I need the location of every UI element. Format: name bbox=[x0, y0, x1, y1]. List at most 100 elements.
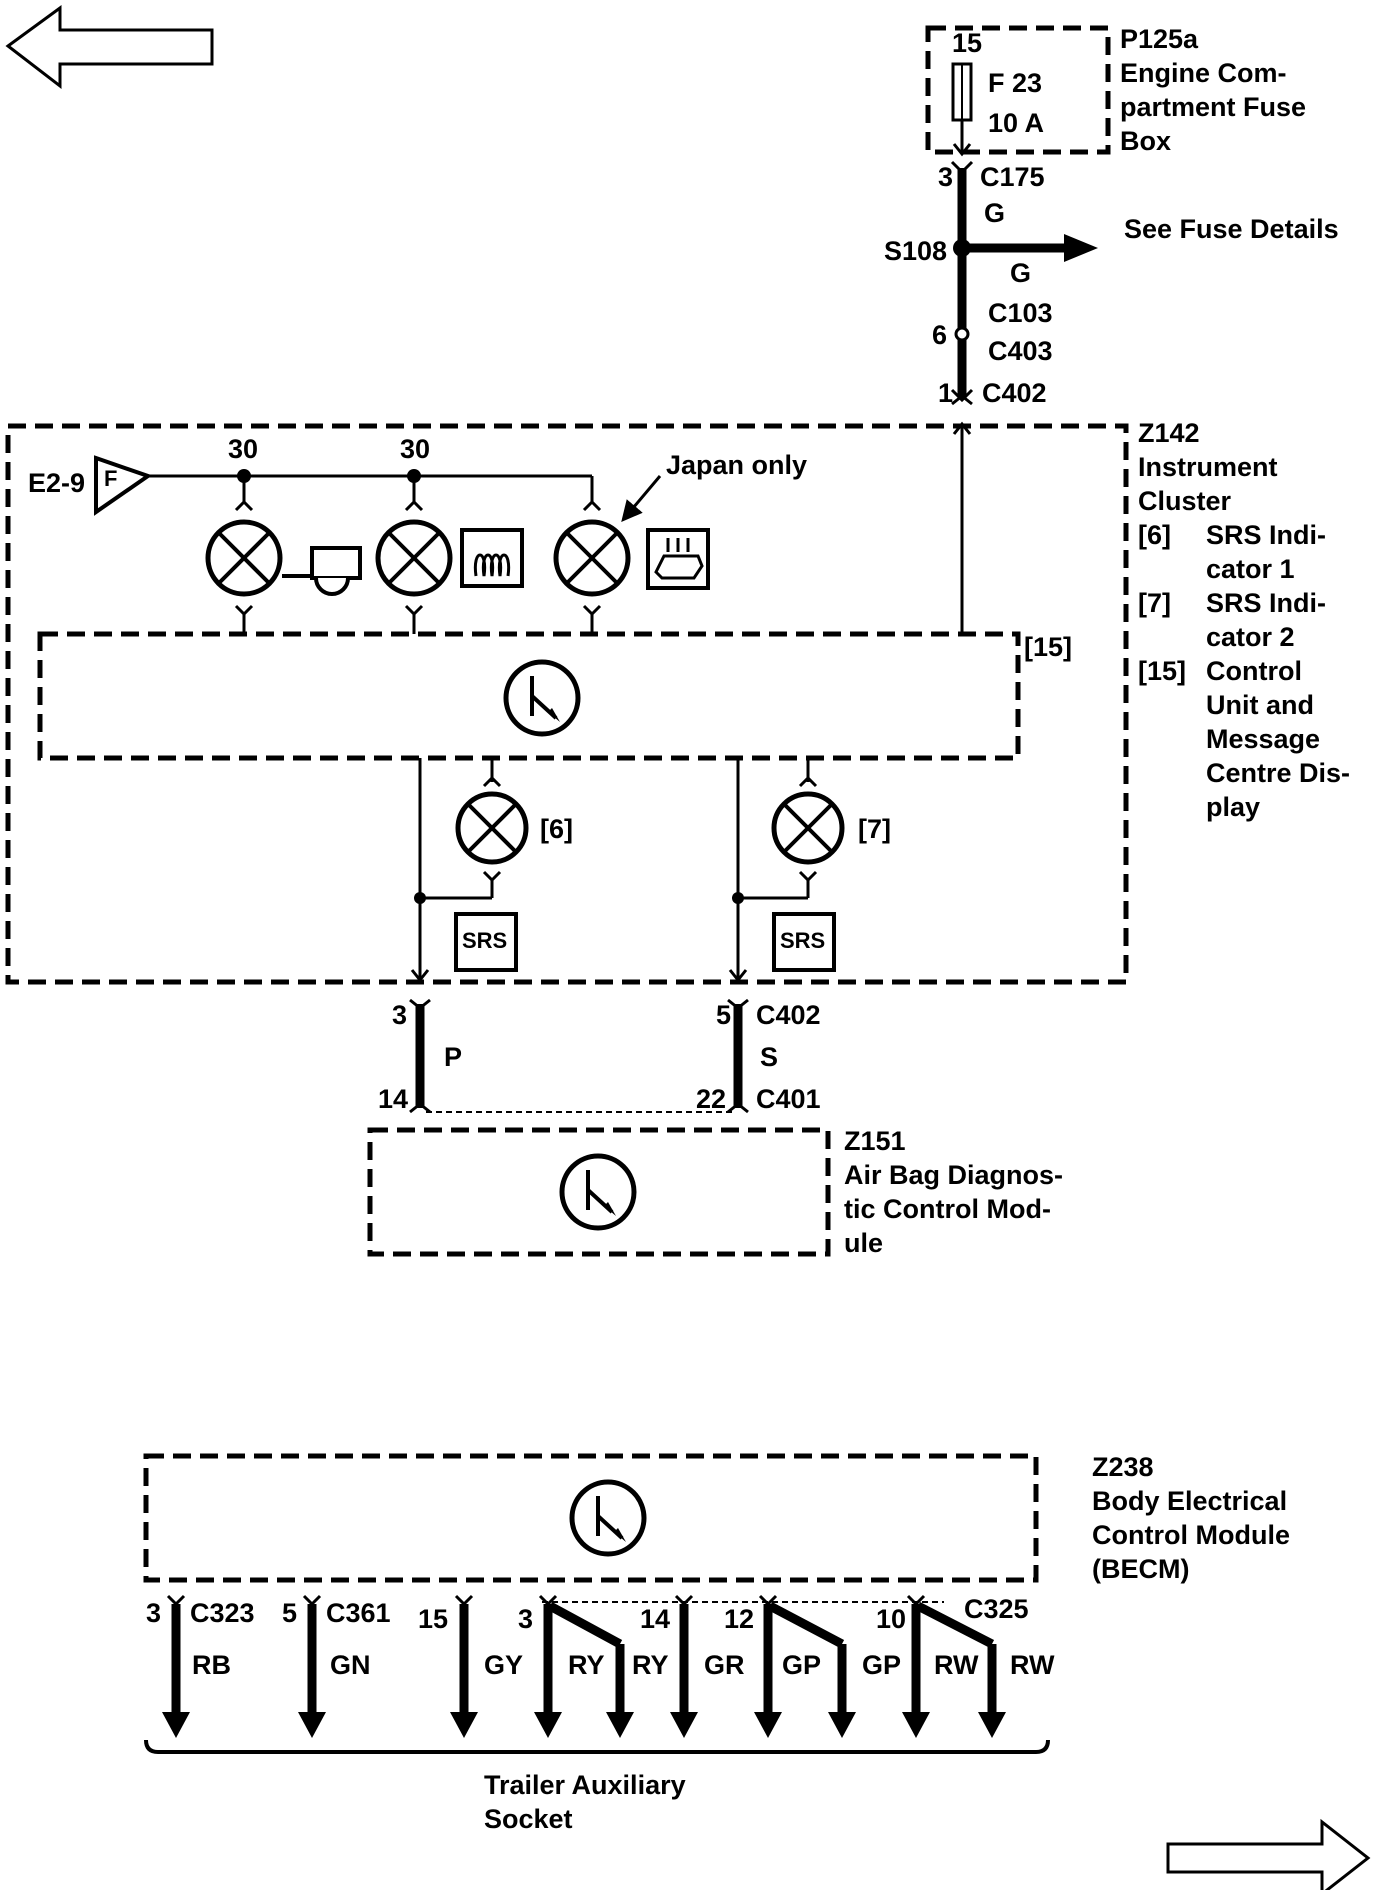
fuse-box-name-3: Box bbox=[1120, 126, 1171, 156]
fuse-box-id: P125a bbox=[1120, 24, 1199, 54]
legend-6-line-2: cator 1 bbox=[1206, 554, 1295, 584]
reference-flag-icon bbox=[94, 455, 153, 516]
fuse-box-pin: 15 bbox=[952, 28, 982, 58]
legend-6-line-1: SRS Indi- bbox=[1206, 520, 1326, 550]
legend-key-6: [6] bbox=[1138, 520, 1171, 550]
airbag-link: 3 5 C402 P S 14 22 C401 bbox=[378, 998, 821, 1114]
legend-15-line-4: Centre Dis- bbox=[1206, 758, 1350, 788]
srs-2-icon bbox=[772, 912, 836, 972]
next-page-arrow[interactable] bbox=[1166, 1818, 1371, 1890]
c401-label: C401 bbox=[756, 1084, 821, 1114]
c403-label: C403 bbox=[988, 336, 1053, 366]
w4-pin: 3 bbox=[518, 1604, 533, 1634]
w7-color: RW bbox=[934, 1650, 979, 1680]
w2-color: GN bbox=[330, 1650, 371, 1680]
becm-name-3: (BECM) bbox=[1092, 1554, 1189, 1584]
c402-label-bottom: C402 bbox=[756, 1000, 821, 1030]
engine-temperature-icon bbox=[646, 528, 710, 590]
w3-pin: 15 bbox=[418, 1604, 448, 1634]
legend-15-line-3: Message bbox=[1206, 724, 1320, 754]
trailer-icon bbox=[282, 546, 362, 596]
japan-warning-lamp-icon bbox=[553, 476, 631, 634]
trailer-socket-name-1: Trailer Auxiliary bbox=[484, 1770, 686, 1800]
pin-30-b: 30 bbox=[400, 434, 430, 464]
fuse-number: F 23 bbox=[988, 68, 1042, 98]
s-top-pin: 5 bbox=[716, 1000, 731, 1030]
c402-pin: 1 bbox=[938, 378, 953, 408]
srs-indicator-1: [6] SRS bbox=[410, 758, 573, 983]
becm-name-2: Control Module bbox=[1092, 1520, 1290, 1550]
cluster-name-1: Instrument bbox=[1138, 452, 1278, 482]
wire-color-p: P bbox=[444, 1042, 462, 1072]
airbag-module-id: Z151 bbox=[844, 1126, 906, 1156]
srs-1-label: SRS bbox=[462, 928, 507, 953]
w6-pin: 12 bbox=[724, 1604, 754, 1634]
glow-plug-warning-lamp-icon bbox=[375, 476, 453, 634]
control-unit-message-centre: [15] bbox=[37, 631, 1072, 761]
srs-indicator-2-ref: [7] bbox=[858, 814, 891, 844]
fuse-box-name-1: Engine Com- bbox=[1120, 58, 1287, 88]
fuse-box: 15 F 23 10 A P125a Engine Com- partment … bbox=[925, 24, 1306, 156]
c175-pin: 3 bbox=[938, 162, 953, 192]
pin-30-a: 30 bbox=[228, 434, 258, 464]
legend-15-line-5: play bbox=[1206, 792, 1260, 822]
airbag-module-name-1: Air Bag Diagnos- bbox=[844, 1160, 1063, 1190]
becm-name-1: Body Electrical bbox=[1092, 1486, 1287, 1516]
w6-color: GP bbox=[782, 1650, 821, 1680]
airbag-module-name-3: ule bbox=[844, 1228, 883, 1258]
wire-color-g-2: G bbox=[1010, 258, 1031, 288]
w4b-color: RY bbox=[632, 1650, 669, 1680]
instrument-cluster: Z142 Instrument Cluster [6] SRS Indi- ca… bbox=[5, 418, 1350, 985]
w1-pin: 3 bbox=[146, 1598, 161, 1628]
w7-pin: 10 bbox=[876, 1604, 906, 1634]
wire-color-g-1: G bbox=[984, 198, 1005, 228]
fuse-rating: 10 A bbox=[988, 108, 1044, 138]
c402-label-top: C402 bbox=[982, 378, 1047, 408]
legend-15-line-1: Control bbox=[1206, 656, 1302, 686]
legend-7-line-2: cator 2 bbox=[1206, 622, 1295, 652]
transistor-icon bbox=[503, 659, 581, 737]
legend-key-7: [7] bbox=[1138, 588, 1171, 618]
c325-label: C325 bbox=[964, 1594, 1029, 1624]
srs-indicator-2: [7] SRS bbox=[728, 758, 891, 983]
see-fuse-details: See Fuse Details bbox=[1124, 214, 1339, 244]
airbag-module-name-2: tic Control Mod- bbox=[844, 1194, 1051, 1224]
ref-letter: F bbox=[104, 466, 117, 491]
becm-id: Z238 bbox=[1092, 1452, 1154, 1482]
becm-transistor-icon bbox=[569, 1479, 647, 1557]
p-top-pin: 3 bbox=[392, 1000, 407, 1030]
w5-color: GR bbox=[704, 1650, 745, 1680]
p-bottom-pin: 14 bbox=[378, 1084, 408, 1114]
c103-label: C103 bbox=[988, 298, 1053, 328]
becm-output-wires: 3 C323 RB 5 C361 GN 15 GY 3 RY RY 14 GR bbox=[146, 1594, 1055, 1738]
w4-color: RY bbox=[568, 1650, 605, 1680]
cluster-id: Z142 bbox=[1138, 418, 1200, 448]
fuse-box-name-2: partment Fuse bbox=[1120, 92, 1306, 122]
srs-1-icon bbox=[454, 912, 518, 972]
becm: Z238 Body Electrical Control Module (BEC… bbox=[143, 1452, 1290, 1584]
splice-s108: S108 bbox=[884, 236, 947, 266]
c103-pin: 6 bbox=[932, 320, 947, 350]
w2-pin: 5 bbox=[282, 1598, 297, 1628]
airbag-transistor-icon bbox=[559, 1153, 637, 1231]
s-bottom-pin: 22 bbox=[696, 1084, 726, 1114]
cluster-name-2: Cluster bbox=[1138, 486, 1232, 516]
srs-2-label: SRS bbox=[780, 928, 825, 953]
w3-color: GY bbox=[484, 1650, 523, 1680]
control-unit-ref: [15] bbox=[1024, 632, 1072, 662]
w1-connector: C323 bbox=[190, 1598, 255, 1628]
trailer-auxiliary-socket: Trailer Auxiliary Socket bbox=[144, 1739, 1050, 1834]
airbag-module: Z151 Air Bag Diagnos- tic Control Mod- u… bbox=[367, 1126, 1063, 1258]
fuse-icon bbox=[951, 62, 973, 122]
w6b-color: GP bbox=[862, 1650, 901, 1680]
w1-color: RB bbox=[192, 1650, 231, 1680]
w5-pin: 14 bbox=[640, 1604, 670, 1634]
japan-only-note: Japan only bbox=[666, 450, 807, 480]
trailer-socket-name-2: Socket bbox=[484, 1804, 573, 1834]
wire-color-s: S bbox=[760, 1042, 778, 1072]
legend-key-15: [15] bbox=[1138, 656, 1186, 686]
w2-connector: C361 bbox=[326, 1598, 391, 1628]
ref-connector-e2-9: E2-9 bbox=[28, 468, 85, 498]
w7b-color: RW bbox=[1010, 1650, 1055, 1680]
previous-page-arrow[interactable] bbox=[5, 5, 214, 90]
